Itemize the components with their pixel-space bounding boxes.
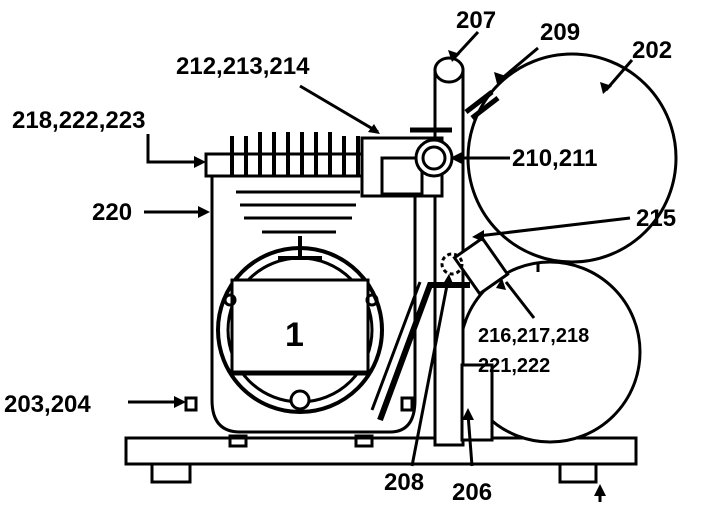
callout-203-204: 203,204 — [4, 391, 91, 418]
discharge-tube-inner — [370, 281, 422, 411]
callout-206: 206 — [452, 479, 492, 506]
knob-right — [400, 396, 414, 412]
pipe-top-cap — [433, 56, 465, 84]
callout-221-222: 221,222 — [478, 355, 550, 377]
callout-202: 202 — [632, 37, 672, 64]
tube-209-b — [470, 96, 500, 120]
pressure-gauge — [414, 138, 454, 178]
callout-207: 207 — [456, 7, 496, 34]
tube-209 — [464, 90, 494, 114]
compressor-number-label: 1 — [285, 316, 304, 354]
leader-lines — [128, 30, 634, 502]
callout-218-222-223: 218,222,223 — [12, 107, 145, 134]
callout-220: 220 — [92, 199, 132, 226]
foot-right — [558, 462, 598, 484]
ring-bolt-right — [365, 293, 379, 307]
callout-215: 215 — [636, 205, 676, 232]
mount-bolt-left — [228, 434, 248, 448]
rear-bracket — [460, 363, 494, 442]
knob-left — [184, 396, 198, 412]
foot-left — [150, 462, 192, 484]
cylinder-fins — [236, 190, 360, 234]
drain-plug — [289, 389, 311, 411]
valve-208-marker — [440, 252, 464, 276]
callout-216-217-218: 216,217,218 — [478, 325, 589, 347]
crankcase-window — [230, 278, 370, 374]
discharge-tube — [377, 282, 470, 422]
mount-bolt-right — [354, 434, 374, 448]
arrow-heads — [174, 50, 612, 496]
callout-208: 208 — [384, 469, 424, 496]
cooling-fins — [230, 132, 360, 176]
callout-209: 209 — [540, 19, 580, 46]
ring-bolt-left — [223, 293, 237, 307]
check-valve — [452, 236, 510, 296]
pressure-gauge-face — [421, 145, 447, 171]
valve-plate — [380, 156, 424, 196]
callout-210-211: 210,211 — [512, 145, 597, 172]
callout-212-213-214: 212,213,214 — [176, 53, 310, 80]
